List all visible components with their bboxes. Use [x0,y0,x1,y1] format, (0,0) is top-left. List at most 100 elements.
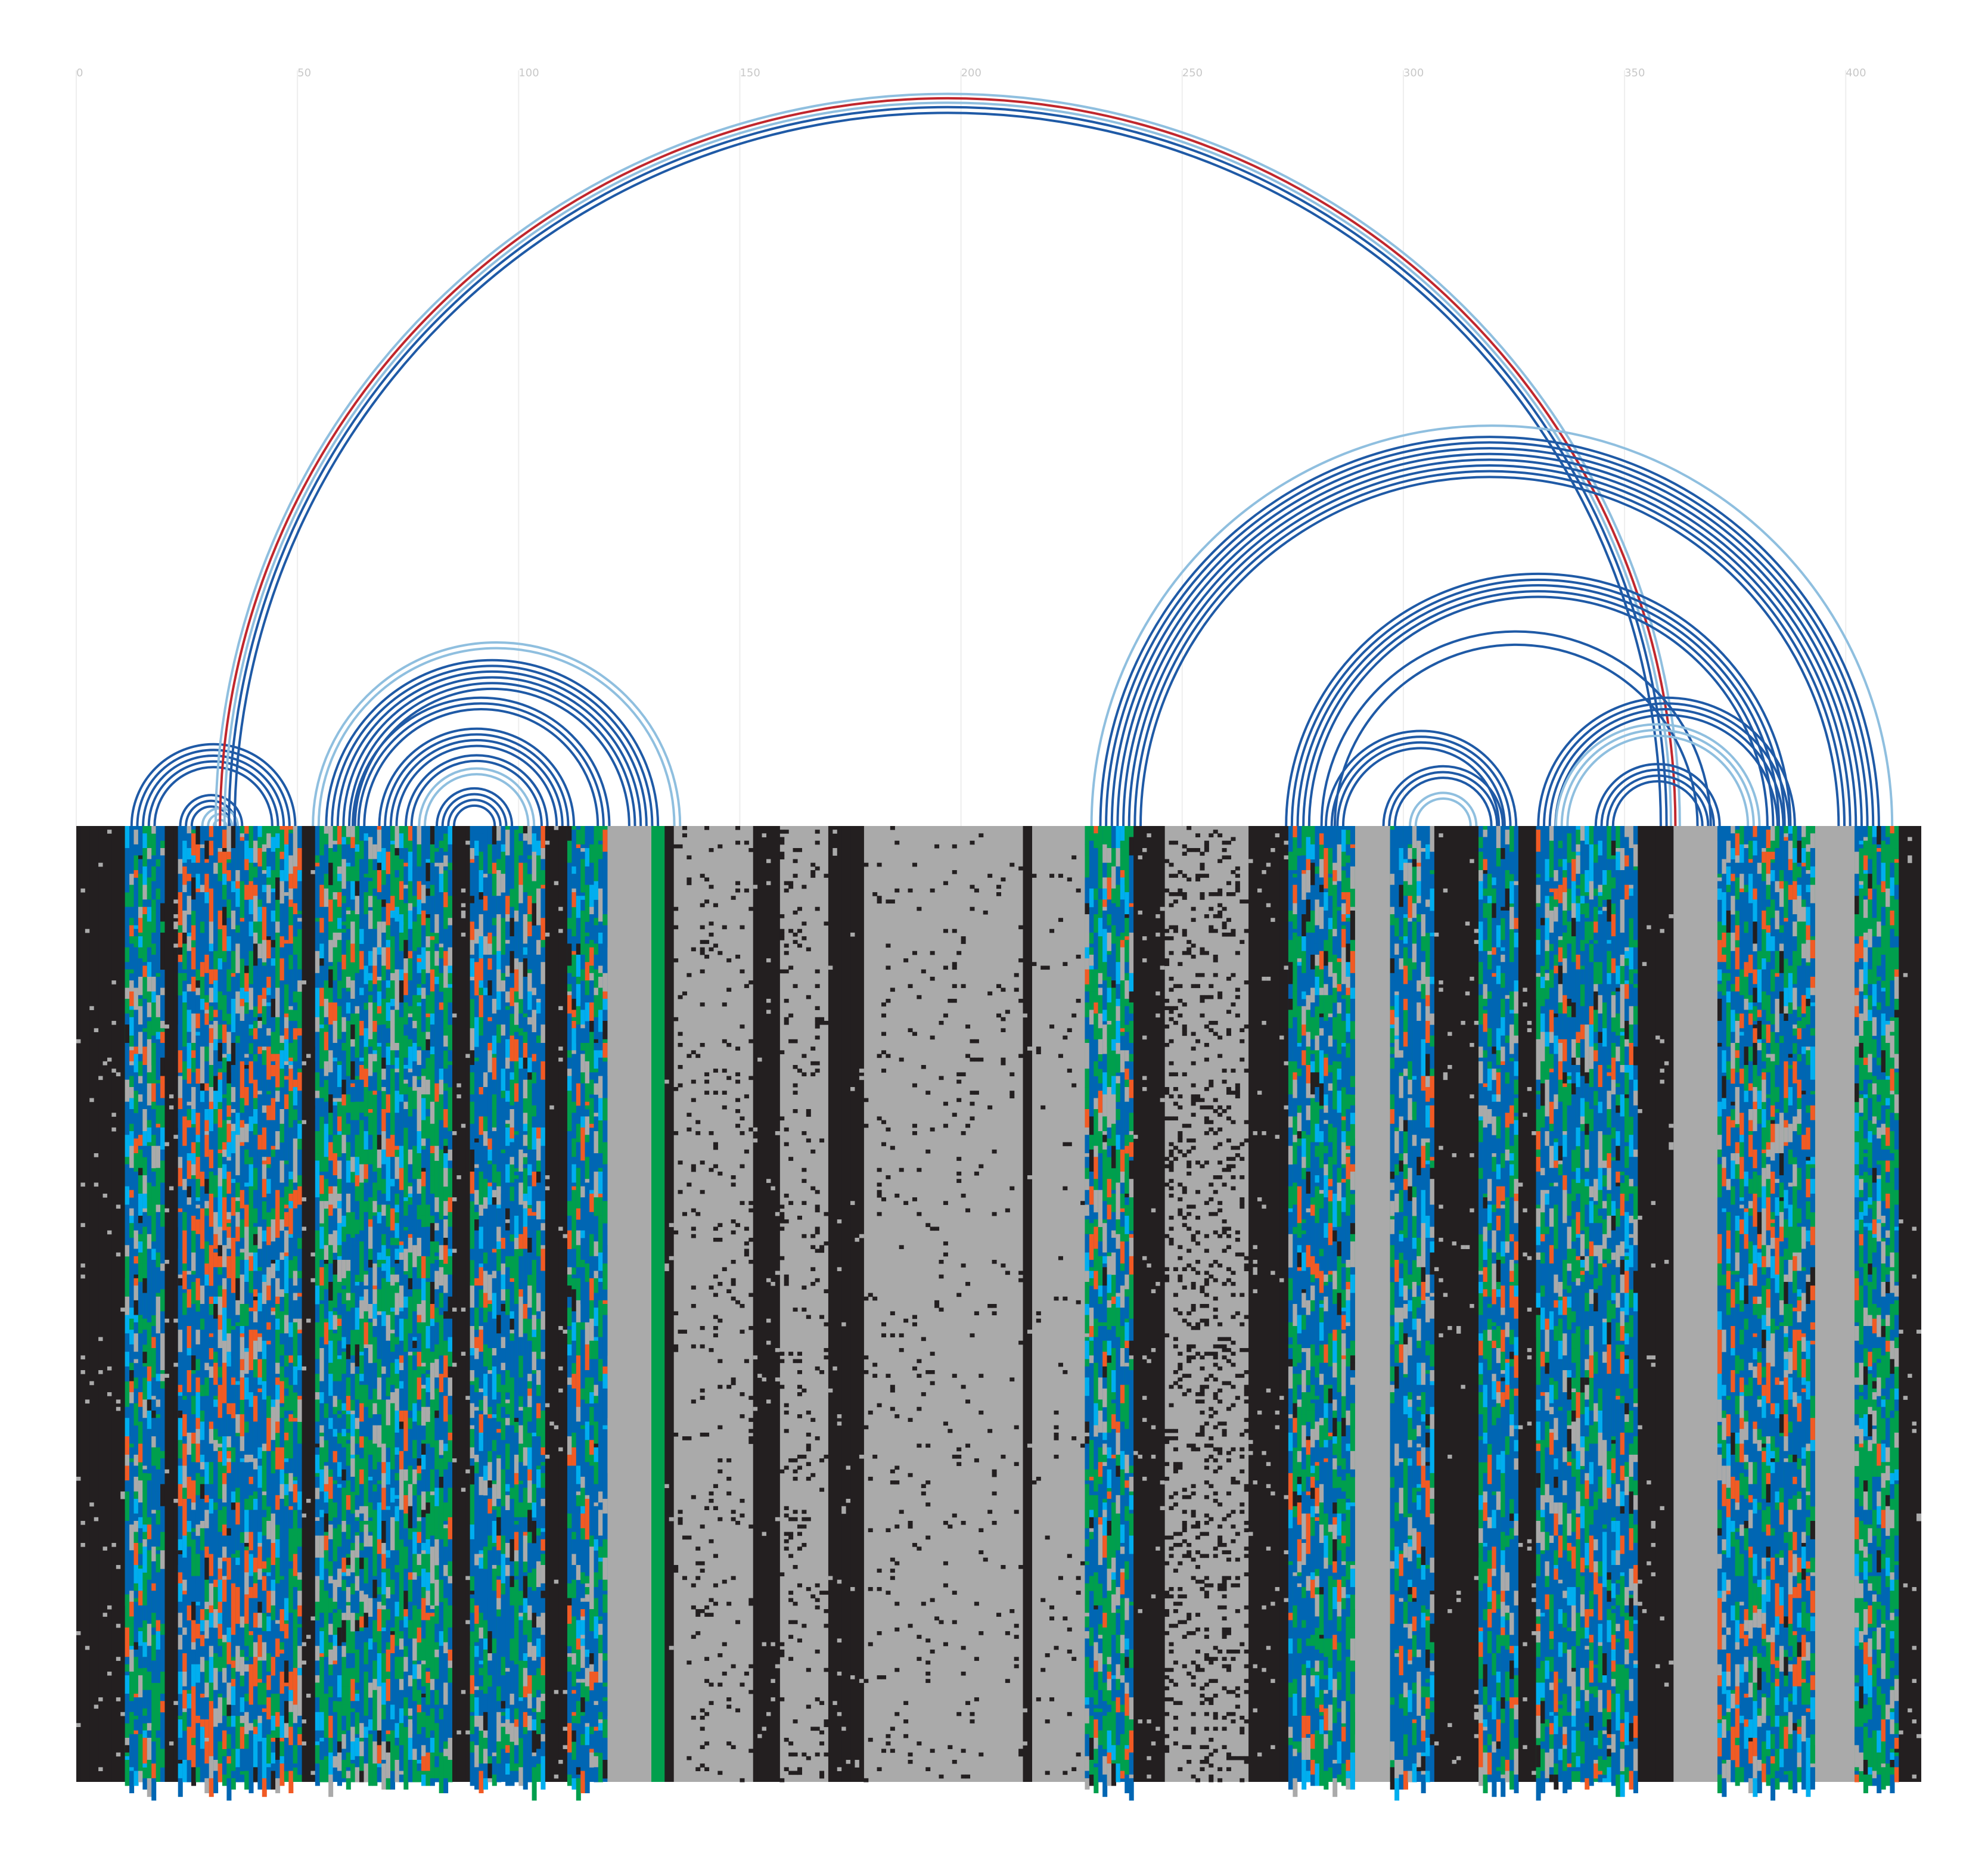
cell [262,874,267,886]
cell [372,1020,378,1032]
cell [284,1539,289,1562]
cell [390,1237,396,1246]
cell [430,862,435,886]
cell [417,1664,422,1679]
cell [399,1609,404,1621]
cell [138,1223,143,1235]
cell [403,1197,409,1201]
cell [430,1384,435,1389]
cell [253,1208,258,1223]
cell [430,1583,435,1606]
cell [147,899,152,908]
cell [297,1399,303,1422]
cell [240,1498,245,1514]
cell [368,951,373,966]
cell [262,1535,267,1544]
cell [235,1326,241,1341]
cell [293,1458,298,1477]
cell [368,1440,373,1455]
cell [257,1601,263,1613]
cell [355,1374,360,1396]
cell [399,1241,404,1246]
cell [257,1017,263,1021]
cell [125,1278,130,1297]
cell [182,1396,188,1400]
cell [381,1741,387,1760]
cell [133,1135,139,1139]
cell [125,1693,130,1716]
cell [178,962,183,974]
cell [209,1778,214,1797]
cell [403,1274,409,1297]
cell [315,973,320,988]
cell [346,1215,351,1235]
cell [156,1039,161,1058]
cell [187,1649,192,1669]
cell [111,1020,117,1025]
cell [204,1502,210,1510]
cell [204,1193,210,1201]
cell [218,1039,223,1044]
cell [138,1569,143,1591]
cell [200,848,205,860]
cell [284,1135,289,1139]
cell [350,1212,356,1216]
cell [133,1649,139,1657]
cell [129,1098,135,1110]
cell [399,932,404,952]
cell [200,1186,205,1205]
cell [253,1469,258,1492]
cell [355,1587,360,1591]
cell [359,1756,365,1771]
cell [319,1098,325,1117]
cell [328,1340,334,1364]
cell [226,1278,232,1297]
cell [187,1591,192,1599]
cell [129,1462,135,1485]
cell [293,1149,298,1157]
cell [279,1259,285,1279]
cell [386,1039,391,1044]
cell [231,1667,236,1679]
cell [359,1616,365,1628]
cell [248,1308,254,1312]
cell [266,1671,272,1676]
cell [368,1767,373,1786]
cell [271,1326,276,1338]
alignment-column [129,826,135,1794]
cell [187,1326,192,1349]
alignment-column [417,826,422,1783]
cell [147,1550,152,1573]
cell [390,1352,396,1364]
cell [138,1167,143,1176]
cell [324,1245,329,1260]
cell [386,980,391,988]
cell [160,1484,166,1507]
cell [156,1730,161,1738]
cell [262,1381,267,1400]
cell [275,1259,281,1271]
cell [129,1539,135,1547]
cell [266,1520,272,1540]
cell [421,1069,427,1077]
cell [425,1771,431,1786]
cell [284,1462,289,1474]
cell [147,1315,152,1323]
cell [412,1370,418,1382]
cell [125,1587,130,1595]
cell [222,1208,227,1231]
cell [395,1616,400,1625]
cell [417,1330,422,1334]
cell [288,1171,294,1179]
cell [147,906,152,922]
cell [279,1252,285,1260]
cell [341,1414,347,1430]
alignment-column [341,826,347,1783]
cell [425,1620,431,1639]
alignment-column [421,826,427,1786]
cell [240,1657,245,1676]
cell [235,1384,241,1396]
cell [253,1223,258,1227]
cell [235,1113,241,1135]
cell [297,1304,303,1319]
